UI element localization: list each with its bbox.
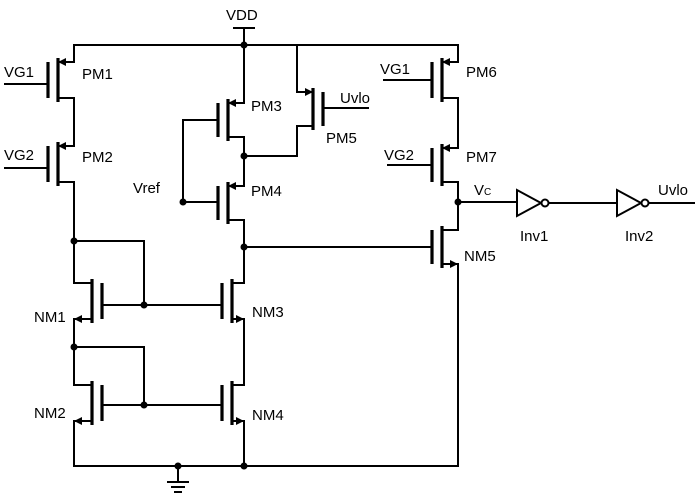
pmos-pm3: [216, 44, 245, 187]
nmos-nm4: [220, 381, 245, 467]
pm2-label: PM2: [82, 149, 113, 166]
inv1-label: Inv1: [520, 228, 548, 245]
uvlo-pm5-label: Uvlo: [340, 90, 370, 107]
vdd-rail: [73, 27, 459, 49]
pmos-pm1: [4, 44, 75, 141]
inverter-inv1: [516, 188, 618, 218]
nm4-label: NM4: [252, 407, 284, 424]
pmos-pm2: [4, 139, 75, 242]
vc-node: [454, 198, 518, 206]
inv2-label: Inv2: [625, 228, 653, 245]
pmos-pm6: [383, 44, 459, 149]
nmos-nm2: [73, 381, 104, 467]
nm5-label: NM5: [464, 248, 496, 265]
pmos-pm7: [387, 144, 459, 231]
nmos-nm2-wiring: [70, 343, 145, 406]
pm3-label: PM3: [251, 98, 282, 115]
nm1-label: NM1: [34, 309, 66, 326]
vdd-label: VDD: [226, 7, 258, 24]
vref-gate-wiring: [179, 119, 219, 206]
pm7-label: PM7: [466, 149, 497, 166]
pmos-pm5: [305, 88, 369, 130]
pm5-label: PM5: [326, 130, 357, 147]
mirror-gate-lines: [101, 301, 223, 409]
nm5-gate-node: [240, 243, 433, 251]
pm6-label: PM6: [466, 64, 497, 81]
nmos-nm1: [73, 279, 104, 348]
nm2-label: NM2: [34, 405, 66, 422]
ground-icon: [167, 481, 189, 493]
vg1-left-label: VG1: [4, 64, 34, 81]
nmos-nm1-wiring: [70, 237, 145, 306]
nmos-nm5: [430, 226, 459, 467]
nm3-label: NM3: [252, 304, 284, 321]
vg2-left-label: VG2: [4, 147, 34, 164]
vg2-right-label: VG2: [384, 147, 414, 164]
vc-label: VC: [474, 182, 491, 199]
pm1-label: PM1: [82, 66, 113, 83]
nmos-nm3: [220, 279, 245, 386]
pm4-label: PM4: [251, 183, 282, 200]
ground-rail: [73, 462, 459, 483]
vref-label: Vref: [133, 180, 161, 197]
inverter-inv2: [616, 188, 695, 218]
uvlo-out-label: Uvlo: [658, 182, 688, 199]
pmos-pm4: [216, 182, 245, 284]
vg1-right-label: VG1: [380, 61, 410, 78]
